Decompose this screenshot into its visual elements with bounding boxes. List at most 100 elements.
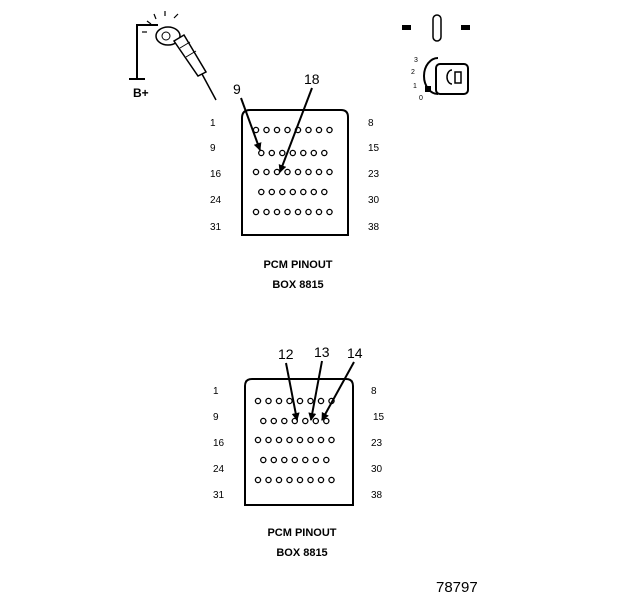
pin-cavity [300,188,307,196]
row-label-right-5: 38 [368,222,380,233]
pin-cavity [260,456,267,464]
pin-grid [252,126,333,216]
pin-cavity [307,397,314,405]
pin-cavity [270,417,278,425]
battery-positive-label: B+ [133,86,149,100]
pin-cavity [270,456,278,464]
pin-cavity [252,208,260,216]
pin-cavity [307,436,314,444]
pin-cavity [294,208,302,216]
ignition-key-icon [402,14,470,95]
row-label-right-4: 30 [368,195,380,206]
pin-cavity [321,188,328,196]
callout-label: 13 [314,344,330,360]
pin-cavity [279,149,286,157]
pin-grid [254,397,335,484]
pin-cavity [284,126,291,134]
pin-cavity [315,208,323,216]
callout-arrow [285,362,300,421]
test-light-icon [129,11,217,101]
connector-caption: PCM PINOUT [267,527,336,539]
pin-cavity [289,188,297,196]
switch-position-3: 3 [414,57,418,64]
pin-cavity [312,417,320,425]
pin-cavity [275,397,283,405]
switch-position-2: 2 [411,69,415,76]
row-label-right-2: 15 [368,143,380,154]
row-label-left-3: 16 [213,438,225,449]
row-label-left-3: 16 [210,169,222,180]
pin-cavity [294,168,302,176]
pin-cavity [254,476,262,484]
row-label-right-5: 38 [371,490,383,501]
pin-cavity [317,436,325,444]
pin-cavity [321,149,328,157]
pin-cavity [315,126,323,134]
pin-cavity [291,456,299,464]
pin-cavity [305,126,312,134]
pin-cavity [305,168,312,176]
pin-cavity [268,188,276,196]
pin-cavity [286,397,293,405]
row-label-left-4: 24 [213,464,225,475]
pin-cavity [286,476,293,484]
pin-cavity [286,436,293,444]
pin-cavity [302,417,309,425]
pin-cavity [275,436,283,444]
row-label-right-2: 15 [373,412,385,423]
callout-label: 12 [278,346,294,362]
pin-cavity [296,436,304,444]
row-label-right-4: 30 [371,464,383,475]
pcm-connector-2: 1 9 16 24 31 8 15 23 30 38 12 13 14 PCM … [213,344,385,559]
pin-cavity [273,168,281,176]
row-label-left-5: 31 [213,490,225,501]
pin-cavity [263,208,270,216]
row-label-left-4: 24 [210,195,222,206]
pin-cavity [275,476,283,484]
pin-cavity [265,476,272,484]
row-label-left-1: 1 [210,118,216,129]
pin-cavity [326,126,333,134]
callout-label: 9 [233,81,241,97]
pin-cavity [326,208,333,216]
pin-cavity [312,456,320,464]
row-label-left-2: 9 [213,412,219,423]
pin-cavity [258,188,265,196]
connector-box-number: BOX 8815 [276,547,327,559]
switch-position-1: 1 [413,83,417,90]
pin-cavity [289,149,297,157]
pcm-connector-1: 1 9 16 24 31 8 15 23 30 38 9 18 PCM PINO… [210,71,380,291]
row-label-right-1: 8 [368,118,374,129]
row-label-left-5: 31 [210,222,222,233]
pin-cavity [310,188,318,196]
pin-cavity [317,397,325,405]
row-label-left-1: 1 [213,386,219,397]
callout-arrow [240,97,262,151]
row-label-left-2: 9 [210,143,216,154]
pin-cavity [317,476,325,484]
pin-cavity [273,208,281,216]
pin-cavity [281,456,288,464]
pin-cavity [328,436,335,444]
pin-cavity [258,149,265,157]
pin-cavity [305,208,312,216]
pin-cavity [326,168,333,176]
callout-arrow [321,361,355,421]
row-label-right-3: 23 [371,438,383,449]
pin-cavity [284,168,291,176]
pin-cavity [265,436,272,444]
pin-cavity [310,149,318,157]
switch-position-0: 0 [419,95,423,102]
pin-cavity [263,126,270,134]
pin-cavity [254,397,262,405]
pin-cavity [302,456,309,464]
pin-cavity [307,476,314,484]
pin-cavity [328,476,335,484]
pin-cavity [296,476,304,484]
callout-arrow [278,87,313,173]
pin-cavity [273,126,281,134]
pin-cavity [281,417,288,425]
pin-cavity [315,168,323,176]
callout-arrow [308,360,323,421]
